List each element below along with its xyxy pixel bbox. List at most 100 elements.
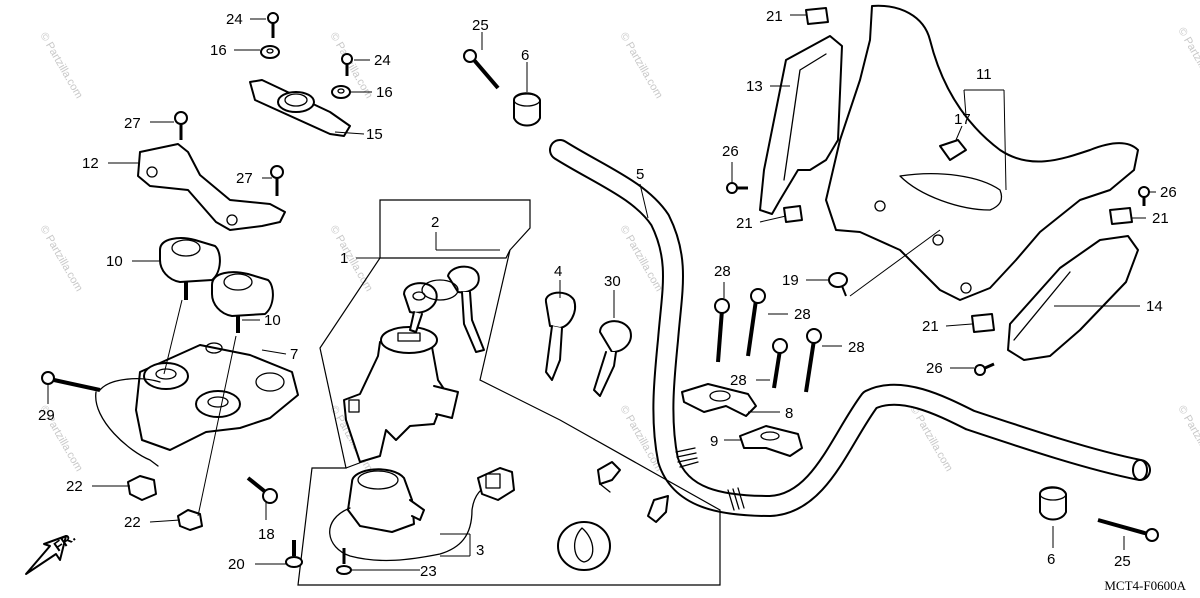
callout-12[interactable]: 12 [82,155,99,172]
handlebar[interactable] [549,139,1151,517]
handlebar-cover-11[interactable] [825,4,1139,301]
callout-22[interactable]: 22 [66,478,83,495]
upper-holder-plate[interactable] [249,79,351,137]
bar-end-weight-6-bottom[interactable] [1039,486,1067,521]
nut-22-bottom[interactable] [177,509,203,531]
screw-26a[interactable] [726,182,748,194]
bolt-27-right[interactable] [270,165,284,196]
callout-21[interactable]: 21 [922,318,939,335]
callout-11[interactable]: 11 [976,66,992,83]
callout-24[interactable]: 24 [226,11,243,28]
callout-27[interactable]: 27 [124,115,141,132]
callout-18[interactable]: 18 [258,526,275,543]
knurl-right [727,487,745,511]
cap-clip[interactable] [597,461,621,493]
key-blank-4[interactable] [544,291,576,381]
bolt-29[interactable] [41,371,101,392]
screw-26b[interactable] [1138,186,1150,206]
callout-21[interactable]: 21 [766,8,783,25]
callout-20[interactable]: 20 [228,556,245,573]
clip-21a[interactable] [805,7,829,25]
callout-30[interactable]: 30 [604,273,621,290]
callout-8[interactable]: 8 [785,405,793,422]
bar-end-weight-6-top[interactable] [513,92,541,127]
switch-body-3[interactable] [329,467,515,562]
callout-10[interactable]: 10 [264,312,281,329]
callout-27[interactable]: 27 [236,170,253,187]
upper-holder-10a[interactable] [159,237,221,300]
bracket-12[interactable] [137,143,286,231]
clip-21d[interactable] [971,313,995,333]
lower-holder-7[interactable] [95,342,299,467]
callout-1[interactable]: 1 [340,250,348,267]
front-arrow-icon: FR. [25,528,78,575]
handlebar-end [1132,459,1148,481]
diagram-code: MCT4-F0600A [1104,578,1186,593]
callout-9[interactable]: 9 [710,433,718,450]
callout-23[interactable]: 23 [420,563,437,580]
nut-22-left[interactable] [127,475,157,501]
callout-7[interactable]: 7 [290,346,298,363]
watermark: © Partzilla.com [327,224,374,294]
callout-4[interactable]: 4 [554,263,562,280]
bolt-24-mid[interactable] [341,53,353,76]
callout-28[interactable]: 28 [794,306,811,323]
callout-14[interactable]: 14 [1146,298,1163,315]
callout-28[interactable]: 28 [848,339,865,356]
callout-28[interactable]: 28 [730,372,747,389]
pin-clip[interactable] [647,495,669,523]
clip-21b[interactable] [783,205,803,223]
callout-25[interactable]: 25 [472,17,489,34]
watermark: © Partzilla.com [1175,26,1200,96]
bracket-13[interactable] [759,35,843,215]
lower-cover-14[interactable] [1007,235,1139,361]
upper-holder-10b[interactable] [211,271,274,333]
callout-22[interactable]: 22 [124,514,141,531]
ignition-group-outline [297,199,721,586]
key-cap[interactable] [557,521,611,571]
bar-end-bolt-25-bottom[interactable] [1097,518,1159,542]
callout-24[interactable]: 24 [374,52,391,69]
leader-lines [47,14,1156,571]
callout-6[interactable]: 6 [1047,551,1055,568]
bar-end-bolt-25-top[interactable] [463,49,500,90]
key-blank-30[interactable] [593,320,632,397]
callout-26[interactable]: 26 [1160,184,1177,201]
bolt-27-left[interactable] [174,111,188,140]
callout-26[interactable]: 26 [722,143,739,160]
callout-29[interactable]: 29 [38,407,55,424]
callout-6[interactable]: 6 [521,47,529,64]
callout-21[interactable]: 21 [1152,210,1169,227]
callout-15[interactable]: 15 [366,126,383,143]
ignition-key[interactable] [403,265,485,353]
callout-26[interactable]: 26 [926,360,943,377]
watermark: © Partzilla.com [37,31,84,101]
clip-21c[interactable] [1109,207,1133,225]
washer-16-top[interactable] [260,45,280,59]
screw-23[interactable] [336,548,352,575]
callout-17[interactable]: 17 [954,111,971,128]
callout-28[interactable]: 28 [714,263,731,280]
screw-20[interactable] [285,540,303,568]
callout-13[interactable]: 13 [746,78,763,95]
callout-5[interactable]: 5 [636,166,644,183]
callout-10[interactable]: 10 [106,253,123,270]
callout-2[interactable]: 2 [431,214,439,231]
holder-cap-8[interactable] [681,383,757,417]
callout-21[interactable]: 21 [736,215,753,232]
washer-16-mid[interactable] [331,85,351,99]
ignition-switch-2[interactable] [343,326,459,463]
screw-26c[interactable] [974,362,995,376]
bolt-18[interactable] [246,476,278,504]
holder-base-9[interactable] [739,425,803,457]
callout-16[interactable]: 16 [376,84,393,101]
callout-19[interactable]: 19 [782,272,799,289]
bolt-24-top[interactable] [267,12,279,38]
callout-25[interactable]: 25 [1114,553,1131,570]
callout-3[interactable]: 3 [476,542,484,559]
callout-16[interactable]: 16 [210,42,227,59]
bolts-28[interactable] [714,288,822,393]
grommet-19[interactable] [828,272,848,297]
